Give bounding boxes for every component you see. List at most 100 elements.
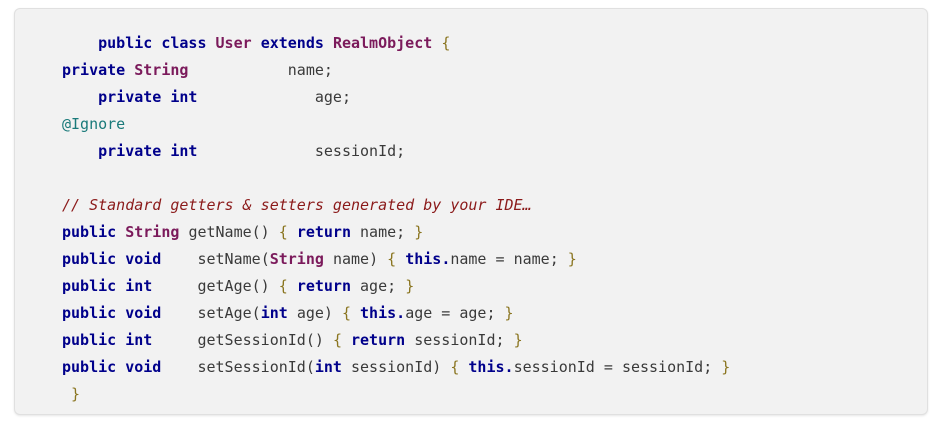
code-token-kw: . xyxy=(441,250,451,268)
code-token-id xyxy=(62,34,98,52)
code-token-id: name xyxy=(360,223,397,241)
code-token-id xyxy=(62,385,71,403)
code-token-br: } xyxy=(414,223,424,241)
code-token-pn: ( xyxy=(251,304,261,322)
code-token-kw: public xyxy=(62,331,117,349)
code-token-id xyxy=(396,250,405,268)
code-token-id xyxy=(270,223,279,241)
code-token-kw: int xyxy=(260,304,288,322)
code-line: private int sessionId; xyxy=(62,138,730,165)
code-token-ann: @Ignore xyxy=(62,115,126,133)
code-token-pn: () xyxy=(305,331,324,349)
code-token-id xyxy=(116,304,125,322)
code-token-pn: ; xyxy=(341,88,351,106)
code-token-id: name xyxy=(332,250,370,268)
code-token-op: = xyxy=(594,358,622,376)
code-token-id xyxy=(351,223,360,241)
code-line xyxy=(62,165,730,192)
code-token-id xyxy=(207,34,216,52)
code-token-id xyxy=(505,331,514,349)
code-token-id xyxy=(62,88,98,106)
code-token-id xyxy=(324,331,333,349)
code-token-id: sessionId xyxy=(621,358,704,376)
code-token-pn: ( xyxy=(260,250,270,268)
code-token-id xyxy=(116,277,125,295)
code-token-id xyxy=(252,34,261,52)
code-token-id xyxy=(116,223,125,241)
code-token-br: { xyxy=(332,331,342,349)
code-token-id: getName xyxy=(188,223,252,241)
code-token-id xyxy=(161,250,197,268)
code-line: private String name; xyxy=(62,57,730,84)
code-token-id xyxy=(288,223,297,241)
code-token-id: setName xyxy=(197,250,261,268)
code-token-pn: ; xyxy=(549,250,559,268)
code-token-id: sessionId xyxy=(414,331,496,349)
code-line: public void setAge(int age) { this.age =… xyxy=(62,300,730,327)
code-token-br: { xyxy=(441,34,451,52)
code-line: public class User extends RealmObject { xyxy=(62,30,730,57)
code-token-br: } xyxy=(721,358,731,376)
code-token-pn: ) xyxy=(432,358,442,376)
code-token-br: } xyxy=(567,250,577,268)
code-line: public int getAge() { return age; } xyxy=(62,273,730,300)
code-token-id xyxy=(378,250,387,268)
code-token-pn: ) xyxy=(323,304,333,322)
code-token-kw: this xyxy=(468,358,505,376)
code-token-id xyxy=(559,250,568,268)
code-token-id: age xyxy=(296,304,324,322)
code-token-kw: public xyxy=(62,358,117,376)
code-token-id xyxy=(270,277,279,295)
code-line: public void setSessionId(int sessionId) … xyxy=(62,354,730,381)
code-token-kw: private xyxy=(62,61,126,79)
code-token-pn: ; xyxy=(495,331,505,349)
code-token-id xyxy=(342,331,351,349)
code-token-pn: ; xyxy=(486,304,496,322)
code-token-id xyxy=(116,331,125,349)
code-token-id xyxy=(496,304,505,322)
code-token-id xyxy=(342,358,351,376)
code-line: private int age; xyxy=(62,84,730,111)
code-token-br: { xyxy=(387,250,397,268)
code-token-kw: extends xyxy=(260,34,324,52)
code-token-kw: int xyxy=(314,358,342,376)
code-token-pn: ; xyxy=(703,358,713,376)
code-token-id: setAge xyxy=(197,304,252,322)
code-token-kw: int xyxy=(170,142,198,160)
code-token-kw: . xyxy=(504,358,514,376)
code-token-kw: private xyxy=(98,88,162,106)
code-token-id xyxy=(161,358,197,376)
code-token-kw: public xyxy=(98,34,153,52)
code-line: } xyxy=(62,381,730,408)
code-token-id xyxy=(324,250,333,268)
code-token-id xyxy=(188,61,287,79)
code-token-kw: return xyxy=(296,223,351,241)
code-token-kw: return xyxy=(351,331,406,349)
code-line: @Ignore xyxy=(62,111,730,138)
code-token-kw: void xyxy=(125,304,162,322)
code-token-id xyxy=(116,358,125,376)
code-token-id xyxy=(351,277,360,295)
code-token-id xyxy=(152,277,197,295)
code-token-cmt: // Standard getters & setters generated … xyxy=(62,196,532,214)
code-token-kw: this xyxy=(360,304,397,322)
code-token-id xyxy=(197,88,314,106)
code-token-id xyxy=(432,34,441,52)
code-token-id: sessionId xyxy=(314,142,397,160)
code-token-br: { xyxy=(278,277,288,295)
code-listing[interactable]: public class User extends RealmObject {p… xyxy=(62,30,730,408)
code-token-id: age xyxy=(314,88,342,106)
code-token-br: } xyxy=(71,385,81,403)
code-line: public void setName(String name) { this.… xyxy=(62,246,730,273)
code-token-br: } xyxy=(504,304,514,322)
code-block-card: public class User extends RealmObject {p… xyxy=(14,8,928,415)
code-token-kw: int xyxy=(170,88,198,106)
code-token-kw: int xyxy=(125,331,153,349)
code-token-id: sessionId xyxy=(513,358,595,376)
code-token-id xyxy=(396,277,405,295)
code-token-id xyxy=(405,223,414,241)
code-token-kw: return xyxy=(296,277,351,295)
code-token-br: { xyxy=(450,358,460,376)
code-token-kw: int xyxy=(125,277,153,295)
code-token-id xyxy=(152,331,197,349)
